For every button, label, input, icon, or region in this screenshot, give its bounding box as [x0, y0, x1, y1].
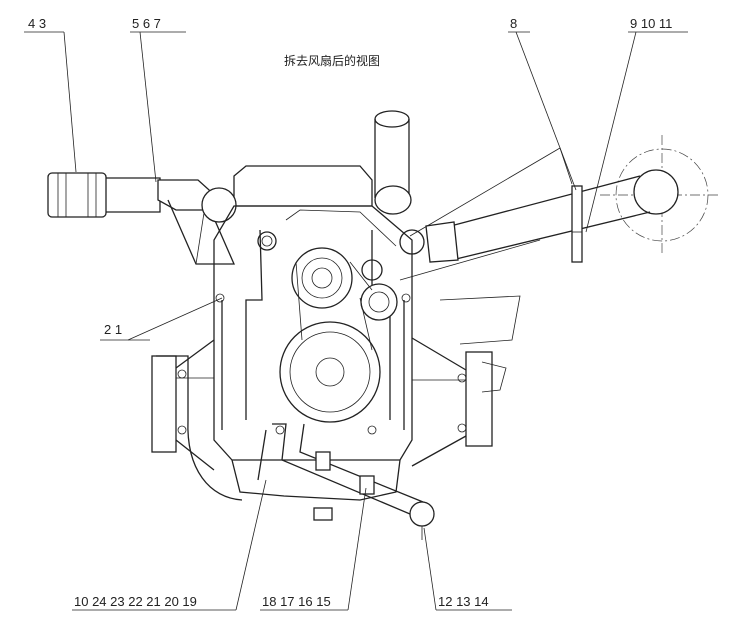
- lower-coolant-pipe: [257, 423, 435, 540]
- callout-8: 8: [508, 16, 577, 191]
- callout-4-3: 4 3: [24, 16, 77, 173]
- callout-label: 18 17 16 15: [262, 594, 331, 609]
- exhaust-stack: [374, 110, 412, 215]
- callout-2-1: 2 1: [100, 297, 223, 341]
- right-outlet-pipe: [399, 135, 720, 345]
- callout-label: 12 13 14: [438, 594, 489, 609]
- right-engine-mount: [411, 337, 507, 467]
- callout-label: 8: [510, 16, 517, 31]
- left-intake-pipe: [47, 172, 235, 265]
- callout-10-24-23-22-21-20-19: 10 24 23 22 21 20 19: [72, 479, 267, 611]
- callout-9-10-11: 9 10 11: [585, 16, 688, 233]
- callout-label: 4 3: [28, 16, 46, 31]
- callout-label: 10 24 23 22 21 20 19: [74, 594, 197, 609]
- callout-5-6-7: 5 6 7: [130, 16, 186, 183]
- callout-label: 2 1: [104, 322, 122, 337]
- diagram-title: 拆去风扇后的视图: [284, 53, 380, 68]
- callout-label: 5 6 7: [132, 16, 161, 31]
- callout-label: 9 10 11: [630, 16, 672, 31]
- callout-12-13-14: 12 13 14: [423, 527, 512, 611]
- engine-body: [201, 165, 425, 461]
- left-engine-mount: [151, 339, 215, 471]
- callout-18-17-16-15: 18 17 16 15: [260, 487, 367, 611]
